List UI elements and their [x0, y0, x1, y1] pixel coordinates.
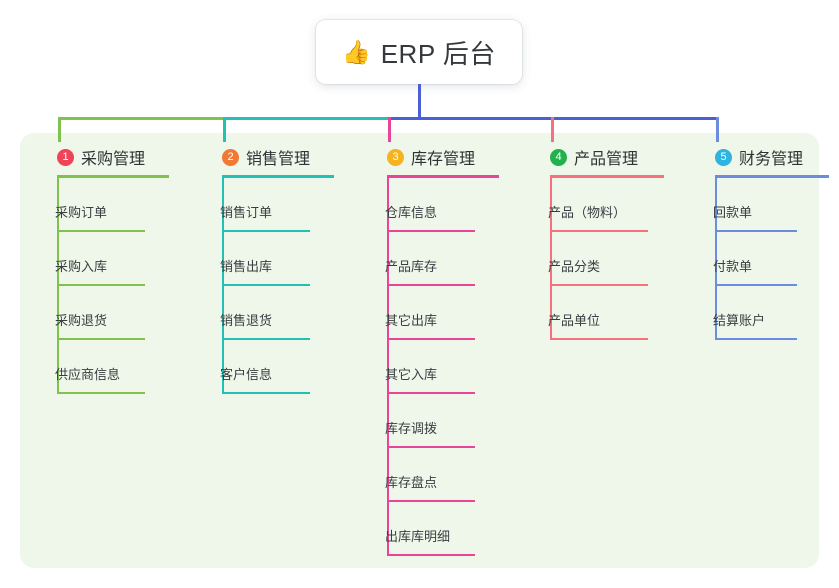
module-item-underline-付款单 — [715, 284, 797, 286]
module-title-产品管理: 产品管理 — [574, 151, 639, 168]
root-node-title: ERP 后台 — [380, 38, 496, 69]
module-spine-产品管理 — [550, 175, 552, 340]
module-item-underline-库存盘点 — [387, 500, 475, 502]
module-header-销售管理[interactable]: 2 销售管理 — [200, 145, 310, 169]
module-item-underline-出库库明细 — [387, 554, 475, 556]
module-spine-库存管理 — [387, 175, 389, 556]
module-item-仓库信息[interactable]: 仓库信息 — [385, 205, 438, 220]
module-header-采购管理[interactable]: 1 采购管理 — [35, 145, 145, 169]
module-column-销售管理: 2 销售管理 — [200, 145, 310, 169]
module-title-销售管理: 销售管理 — [246, 151, 311, 168]
module-item-出库库明细[interactable]: 出库库明细 — [385, 529, 451, 544]
module-header-产品管理[interactable]: 4 产品管理 — [528, 145, 638, 169]
module-item-结算账户[interactable]: 结算账户 — [713, 313, 766, 328]
module-item-付款单[interactable]: 付款单 — [713, 259, 753, 274]
drop-line-产品管理 — [551, 117, 554, 142]
module-rule-销售管理 — [222, 175, 334, 178]
module-item-销售订单[interactable]: 销售订单 — [220, 205, 273, 220]
module-title-库存管理: 库存管理 — [411, 151, 476, 168]
module-item-销售出库[interactable]: 销售出库 — [220, 259, 273, 274]
bus-segment-4 — [551, 117, 719, 120]
module-item-underline-库存调拨 — [387, 446, 475, 448]
module-item-产品（物料）[interactable]: 产品（物料） — [548, 205, 627, 220]
module-item-库存调拨[interactable]: 库存调拨 — [385, 421, 438, 436]
module-spine-财务管理 — [715, 175, 717, 340]
thumbs-up-icon: 👍 — [342, 38, 371, 65]
module-badge-5: 5 — [715, 148, 732, 166]
module-item-库存盘点[interactable]: 库存盘点 — [385, 475, 438, 490]
module-column-财务管理: 5 财务管理 — [693, 145, 803, 169]
module-rule-财务管理 — [715, 175, 829, 178]
module-item-underline-销售订单 — [222, 230, 310, 232]
root-stem-line — [418, 84, 421, 120]
module-rule-采购管理 — [57, 175, 169, 178]
bus-segment-2 — [223, 117, 391, 120]
module-item-underline-产品分类 — [550, 284, 648, 286]
module-title-采购管理: 采购管理 — [81, 151, 146, 168]
module-item-采购退货[interactable]: 采购退货 — [55, 313, 108, 328]
module-item-产品单位[interactable]: 产品单位 — [548, 313, 601, 328]
module-item-underline-采购订单 — [57, 230, 145, 232]
module-rule-产品管理 — [550, 175, 664, 178]
module-badge-3: 3 — [387, 148, 404, 166]
module-item-underline-仓库信息 — [387, 230, 475, 232]
root-node-erp-backend[interactable]: 👍 ERP 后台 — [316, 20, 522, 84]
drop-line-采购管理 — [58, 117, 61, 142]
module-item-underline-销售退货 — [222, 338, 310, 340]
drop-line-销售管理 — [223, 117, 226, 142]
module-item-回款单[interactable]: 回款单 — [713, 205, 753, 220]
module-header-库存管理[interactable]: 3 库存管理 — [365, 145, 475, 169]
module-item-underline-结算账户 — [715, 338, 797, 340]
bus-segment-3 — [388, 117, 554, 120]
module-badge-1: 1 — [57, 148, 74, 166]
module-item-产品分类[interactable]: 产品分类 — [548, 259, 601, 274]
module-rule-库存管理 — [387, 175, 499, 178]
module-header-财务管理[interactable]: 5 财务管理 — [693, 145, 803, 169]
modules-panel — [20, 133, 819, 568]
module-title-财务管理: 财务管理 — [739, 151, 804, 168]
module-item-供应商信息[interactable]: 供应商信息 — [55, 367, 121, 382]
module-item-underline-客户信息 — [222, 392, 310, 394]
module-item-产品库存[interactable]: 产品库存 — [385, 259, 438, 274]
module-item-underline-供应商信息 — [57, 392, 145, 394]
module-item-销售退货[interactable]: 销售退货 — [220, 313, 273, 328]
module-item-采购入库[interactable]: 采购入库 — [55, 259, 108, 274]
module-item-采购订单[interactable]: 采购订单 — [55, 205, 108, 220]
module-column-库存管理: 3 库存管理 — [365, 145, 475, 169]
bus-segment-1 — [58, 117, 226, 120]
module-badge-2: 2 — [222, 148, 239, 166]
module-item-underline-产品库存 — [387, 284, 475, 286]
drop-line-库存管理 — [388, 117, 391, 142]
module-item-客户信息[interactable]: 客户信息 — [220, 367, 273, 382]
module-item-underline-产品（物料） — [550, 230, 648, 232]
module-item-underline-销售出库 — [222, 284, 310, 286]
module-item-underline-回款单 — [715, 230, 797, 232]
module-item-underline-采购入库 — [57, 284, 145, 286]
module-item-underline-产品单位 — [550, 338, 648, 340]
module-column-采购管理: 1 采购管理 — [35, 145, 145, 169]
module-item-underline-其它出库 — [387, 338, 475, 340]
module-item-underline-采购退货 — [57, 338, 145, 340]
module-item-underline-其它入库 — [387, 392, 475, 394]
drop-line-财务管理 — [716, 117, 719, 142]
module-badge-4: 4 — [550, 148, 567, 166]
module-item-其它出库[interactable]: 其它出库 — [385, 313, 438, 328]
module-item-其它入库[interactable]: 其它入库 — [385, 367, 438, 382]
module-column-产品管理: 4 产品管理 — [528, 145, 638, 169]
